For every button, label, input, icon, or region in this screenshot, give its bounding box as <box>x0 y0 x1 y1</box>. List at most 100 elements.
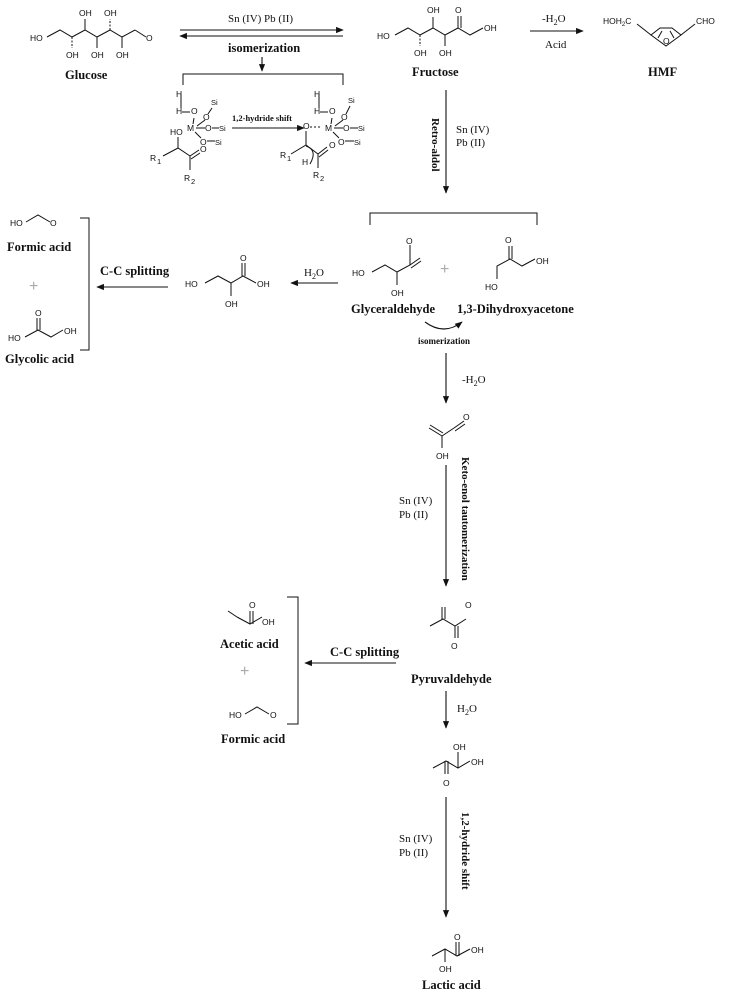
glucose-label: Glucose <box>65 68 108 82</box>
atom-label: O <box>200 144 207 154</box>
glucose-structure: HO OH OH OH OH OH O <box>30 8 153 60</box>
atom-label: OH <box>391 288 404 298</box>
glyceric-acid-structure: HO OH O OH <box>185 253 270 309</box>
atom-label: OH <box>225 299 238 309</box>
atom-label: OH <box>104 8 117 18</box>
atom-label: OH <box>439 48 452 58</box>
hydride-shift-label: 1,2-hydride shift <box>459 812 471 890</box>
atom-label: OH <box>471 945 484 955</box>
cc-splitting-label-2: C-C splitting <box>330 645 400 659</box>
acetic-acid-structure: O OH <box>227 600 275 627</box>
atom-label: R <box>150 153 156 163</box>
atom-label: OH <box>439 964 452 974</box>
triose-bracket <box>369 212 538 225</box>
water-condition-2: H2O <box>457 703 477 717</box>
atom-label: OH <box>79 8 92 18</box>
atom-label: OH <box>453 742 466 752</box>
keto-enol-label: Keto-enol tautomerization <box>459 457 471 581</box>
atom-label: OH <box>471 757 484 767</box>
atom-label: OH <box>257 279 270 289</box>
formic-acid-label-1: Formic acid <box>7 240 71 254</box>
pyruvaldehyde-structure: O O <box>429 600 472 651</box>
atom-label: OH <box>66 50 79 60</box>
dihydroxyacetone-structure: O OH HO <box>485 235 549 292</box>
formic-acid-label-2: Formic acid <box>221 732 285 746</box>
atom-label: O <box>240 253 247 263</box>
isomerization-top-label: isomerization <box>228 41 300 55</box>
atom-label: HO <box>8 333 21 343</box>
hmf-label: HMF <box>648 65 678 79</box>
atom-label: HO <box>377 31 390 41</box>
acid-condition: Acid <box>545 39 567 51</box>
water-condition-1: H2O <box>304 267 324 281</box>
glycolic-acid-structure: HO O OH <box>8 308 77 343</box>
atom-label: H <box>314 89 320 99</box>
atom-label: O <box>249 600 256 610</box>
atom-label: O <box>465 600 472 610</box>
acetic-acid-label: Acetic acid <box>220 637 279 651</box>
atom-label: R <box>313 170 319 180</box>
fructose-label: Fructose <box>412 65 459 79</box>
enol-intermediate-structure: O OH <box>428 412 470 461</box>
atom-label: O <box>443 778 450 788</box>
atom-label: HO <box>485 282 498 292</box>
plus-sign-group-2: + <box>240 663 249 680</box>
sn-condition-3: Sn (IV) <box>399 833 433 845</box>
atom-label: R <box>184 173 190 183</box>
mechanism-bracket <box>182 73 344 85</box>
atom-label: OH <box>536 256 549 266</box>
minus-water-mid-condition: -H2O <box>462 374 486 388</box>
lactic-acid-label: Lactic acid <box>422 978 481 991</box>
mechanism-hydride-shift-label: 1,2-hydride shift <box>232 113 292 123</box>
atom-label: Si <box>354 138 361 147</box>
atom-label: O <box>200 137 207 147</box>
atom-label: HO <box>170 127 183 137</box>
atom-label: O <box>35 308 42 318</box>
atom-label: HO <box>185 279 198 289</box>
atom-label: OH <box>427 5 440 15</box>
glyceraldehyde-structure: HO OH O <box>352 236 422 298</box>
atom-label: O <box>341 112 348 122</box>
atom-label: OH <box>64 326 77 336</box>
isomerization-mid-label: isomerization <box>418 336 470 346</box>
fructose-structure: HO OH OH OH O OH <box>377 5 497 58</box>
cc-splitting-label-1: C-C splitting <box>100 264 170 278</box>
sn-condition-1: Sn (IV) <box>456 124 490 136</box>
products-bracket-1 <box>80 217 90 351</box>
atom-label: O <box>454 932 461 942</box>
atom-label: H <box>176 106 182 116</box>
plus-sign-group-1: + <box>29 278 38 295</box>
atom-label: Si <box>219 124 226 133</box>
minus-water-hmf-condition: -H2O <box>542 13 566 27</box>
atom-label: OH <box>414 48 427 58</box>
atom-label: H <box>176 89 182 99</box>
retro-aldol-label: Retro-aldol <box>429 118 441 172</box>
atom-label: Si <box>211 98 218 107</box>
atom-label: HO <box>10 218 23 228</box>
dihydroxyacetone-label: 1,3-Dihydroxyacetone <box>457 302 574 316</box>
sn-condition-2: Sn (IV) <box>399 495 433 507</box>
pb-condition-2: Pb (II) <box>399 509 428 521</box>
pyruvaldehyde-label: Pyruvaldehyde <box>411 672 492 686</box>
top-catalyst-condition: Sn (IV) Pb (II) <box>228 13 293 25</box>
atom-label: Si <box>215 138 222 147</box>
atom-label: HO <box>30 33 43 43</box>
glyceraldehyde-label: Glyceraldehyde <box>351 302 435 316</box>
atom-label: OH <box>484 23 497 33</box>
atom-label: O <box>451 641 458 651</box>
atom-label: H <box>314 106 320 116</box>
atom-label: Si <box>358 124 365 133</box>
mechanism-left-complex: H H O M O Si O Si O Si HO O R 1 R 2 <box>150 89 226 186</box>
atom-label: 2 <box>191 177 195 186</box>
atom-label: OH <box>436 451 449 461</box>
formic-acid-structure-2: HO O <box>229 706 277 720</box>
atom-label: O <box>505 235 512 245</box>
atom-label: O <box>663 36 670 46</box>
atom-label: HO <box>352 268 365 278</box>
atom-label: O <box>303 121 310 131</box>
formic-acid-structure-1: HO O <box>10 214 57 228</box>
atom-label: O <box>329 140 336 150</box>
hmf-structure: O HOH2C CHO <box>603 16 715 47</box>
glycolic-acid-label: Glycolic acid <box>5 352 74 366</box>
